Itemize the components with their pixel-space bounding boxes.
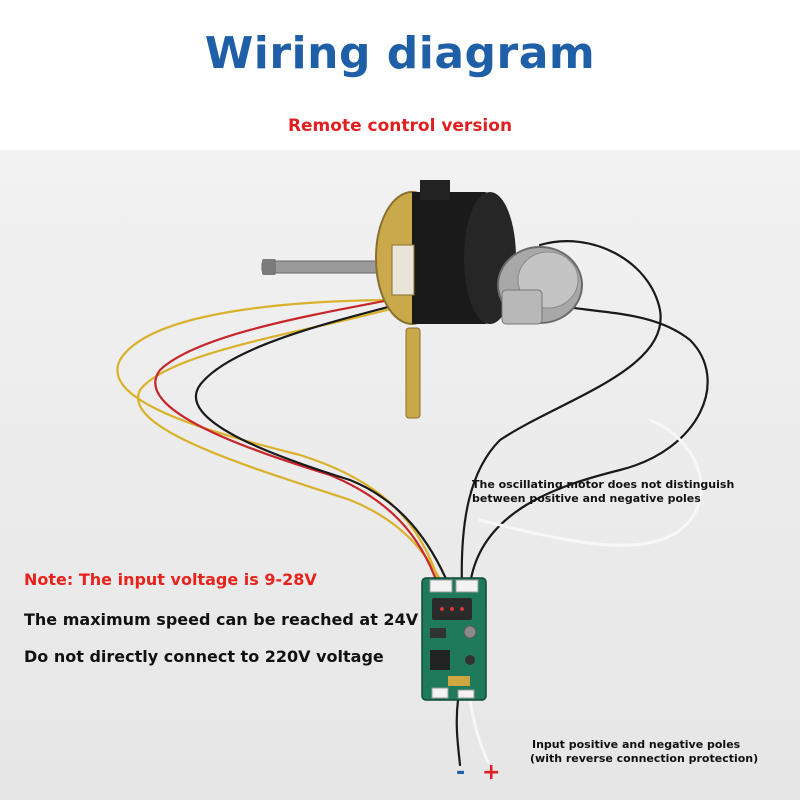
motor-window bbox=[391, 244, 415, 296]
callout-oscillating-line-2: between positive and negative poles bbox=[472, 492, 701, 505]
note-no-220v: Do not directly connect to 220V voltage bbox=[24, 647, 384, 666]
motor-wires bbox=[116, 240, 709, 767]
note-max-speed: The maximum speed can be reached at 24V bbox=[24, 610, 419, 629]
wire-black-osc-2 bbox=[460, 240, 662, 590]
wire-yellow-1 bbox=[116, 298, 442, 587]
mount-post bbox=[405, 327, 421, 419]
wire-black-motor bbox=[194, 298, 452, 590]
header-area bbox=[0, 0, 800, 150]
motor-bracket bbox=[420, 180, 450, 200]
callout-oscillating-motor: The oscillating motor does not distingui… bbox=[472, 478, 734, 506]
wire-power-white bbox=[468, 698, 490, 764]
negative-terminal-label: - bbox=[456, 760, 466, 785]
callout-input-line-2: (with reverse connection protection) bbox=[530, 752, 759, 765]
positive-terminal-label: + bbox=[482, 760, 501, 785]
callout-oscillating-line-1: The oscillating motor does not distingui… bbox=[472, 478, 735, 491]
wire-yellow-2 bbox=[137, 303, 447, 590]
page-subtitle: Remote control version bbox=[287, 116, 513, 136]
callout-input-poles: Input positive and negative poles (with … bbox=[530, 738, 758, 766]
callout-input-line-1: Input positive and negative poles bbox=[532, 738, 741, 751]
wire-black-osc-1 bbox=[468, 288, 709, 587]
wire-white bbox=[478, 418, 703, 547]
oscillating-motor bbox=[497, 246, 583, 325]
note-input-voltage: Note: The input voltage is 9-28V bbox=[24, 570, 317, 589]
motor-shaft-tip bbox=[262, 259, 276, 275]
wire-red bbox=[154, 294, 440, 587]
wire-power-black bbox=[455, 698, 462, 767]
controller-board bbox=[421, 577, 487, 701]
fan-motor bbox=[261, 180, 516, 419]
page-title: Wiring diagram bbox=[204, 28, 596, 79]
